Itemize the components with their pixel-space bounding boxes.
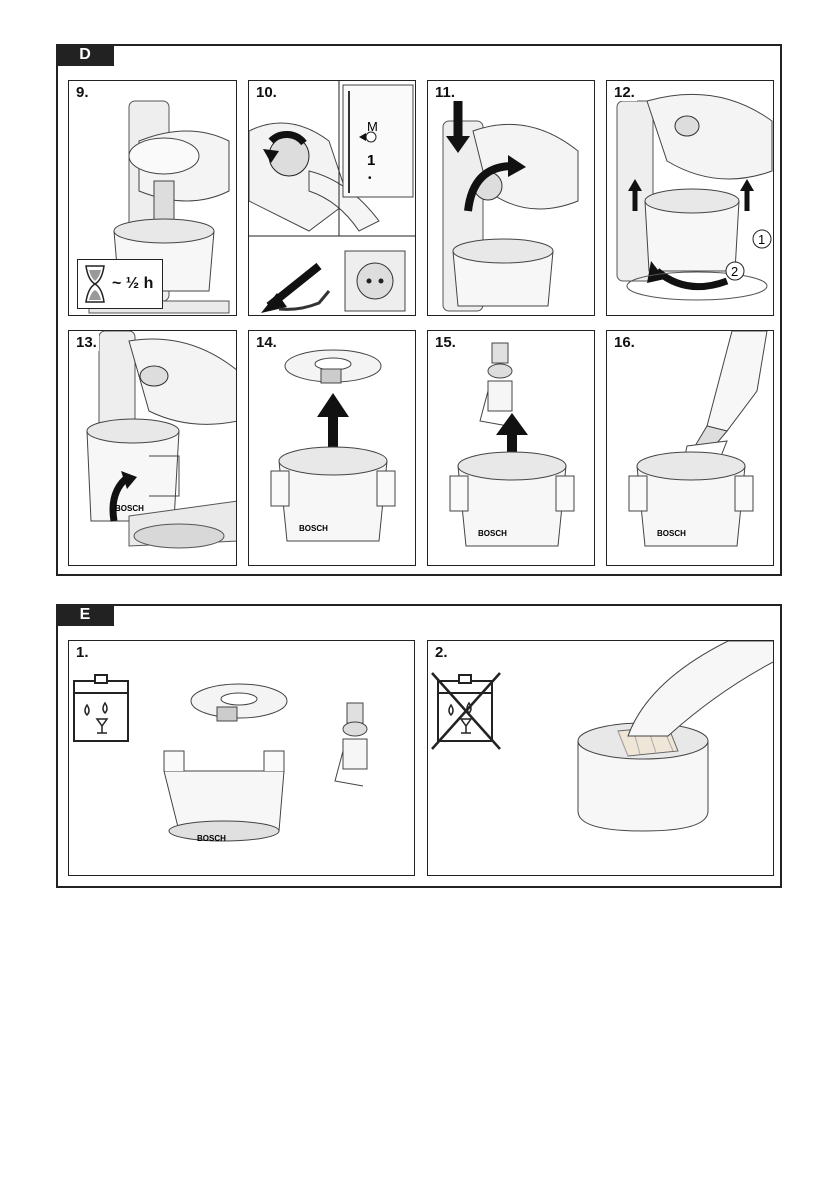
step-10-number: 10. bbox=[254, 84, 279, 101]
brand-logo-14: BOSCH bbox=[299, 524, 328, 533]
step-11-panel: 11. bbox=[427, 80, 595, 316]
remove-paddle-illustration: BOSCH bbox=[428, 331, 595, 566]
dial-dot-mark: • bbox=[368, 173, 372, 184]
step-11-number: 11. bbox=[433, 84, 457, 101]
step-12-number: 12. bbox=[612, 84, 637, 101]
step-12-panel: 12. 1 2 bbox=[606, 80, 774, 316]
section-d-label: D bbox=[56, 44, 114, 66]
not-dishwasher-safe-icon bbox=[432, 673, 500, 749]
callout-1: 1 bbox=[758, 232, 765, 247]
step-13-panel: 13. BOSCH bbox=[68, 330, 237, 566]
time-badge: ~ ½ h bbox=[77, 259, 163, 309]
step-14-panel: 14. BOSCH bbox=[248, 330, 416, 566]
step-e2-number: 2. bbox=[433, 644, 450, 661]
section-e: E 1. BOSCH 2. bbox=[56, 604, 782, 888]
step-15-number: 15. bbox=[433, 334, 458, 351]
step-13-number: 13. bbox=[74, 334, 99, 351]
step-16-panel: 16. BOSCH bbox=[606, 330, 774, 566]
step-16-number: 16. bbox=[612, 334, 637, 351]
brand-logo-13: BOSCH bbox=[115, 504, 144, 513]
brand-logo-e1: BOSCH bbox=[197, 834, 226, 843]
not-dishwasher-safe-bowl-illustration bbox=[428, 641, 774, 876]
brand-logo-16: BOSCH bbox=[657, 529, 686, 538]
scoop-ice-cream-illustration: BOSCH bbox=[607, 331, 774, 566]
remove-bowl-illustration: 1 2 bbox=[607, 81, 774, 316]
brand-logo-15: BOSCH bbox=[478, 529, 507, 538]
tilt-arm-illustration bbox=[428, 81, 595, 316]
dial-1-label: 1 bbox=[367, 152, 375, 169]
step-e2-panel: 2. bbox=[427, 640, 774, 876]
section-e-label: E bbox=[56, 604, 114, 626]
dishwasher-safe-icon bbox=[74, 675, 128, 741]
speed-dial-illustration: M 1 • bbox=[249, 81, 416, 316]
step-9-panel: 9. ~ ½ h bbox=[68, 80, 237, 316]
lift-bowl-illustration: BOSCH bbox=[69, 331, 237, 566]
callout-2: 2 bbox=[731, 264, 738, 279]
step-e1-number: 1. bbox=[74, 644, 91, 661]
step-15-panel: 15. BOSCH bbox=[427, 330, 595, 566]
dial-m-label: M bbox=[367, 119, 378, 134]
step-10-panel: 10. M 1 • bbox=[248, 80, 416, 316]
hourglass-icon bbox=[84, 264, 106, 304]
time-badge-text: ~ ½ h bbox=[112, 275, 153, 293]
section-d: D 9. ~ ½ h 10. bbox=[56, 44, 782, 576]
dishwasher-safe-parts-illustration: BOSCH bbox=[69, 641, 415, 876]
step-14-number: 14. bbox=[254, 334, 279, 351]
step-e1-panel: 1. BOSCH bbox=[68, 640, 415, 876]
remove-lid-illustration: BOSCH bbox=[249, 331, 416, 566]
step-9-number: 9. bbox=[74, 84, 91, 101]
